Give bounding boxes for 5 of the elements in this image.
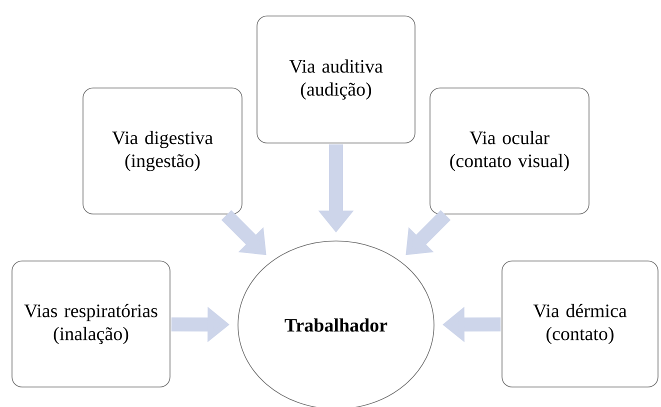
text-box: Via ocular (contato visual) [430, 88, 590, 214]
text-box: Via digestiva (ingestão) [82, 88, 242, 214]
text-box: Vias respiratórias (inalação) [12, 260, 170, 388]
text-box: Via dérmica (contato) [502, 260, 658, 388]
text-box: Via auditiva (audição) [256, 16, 416, 144]
